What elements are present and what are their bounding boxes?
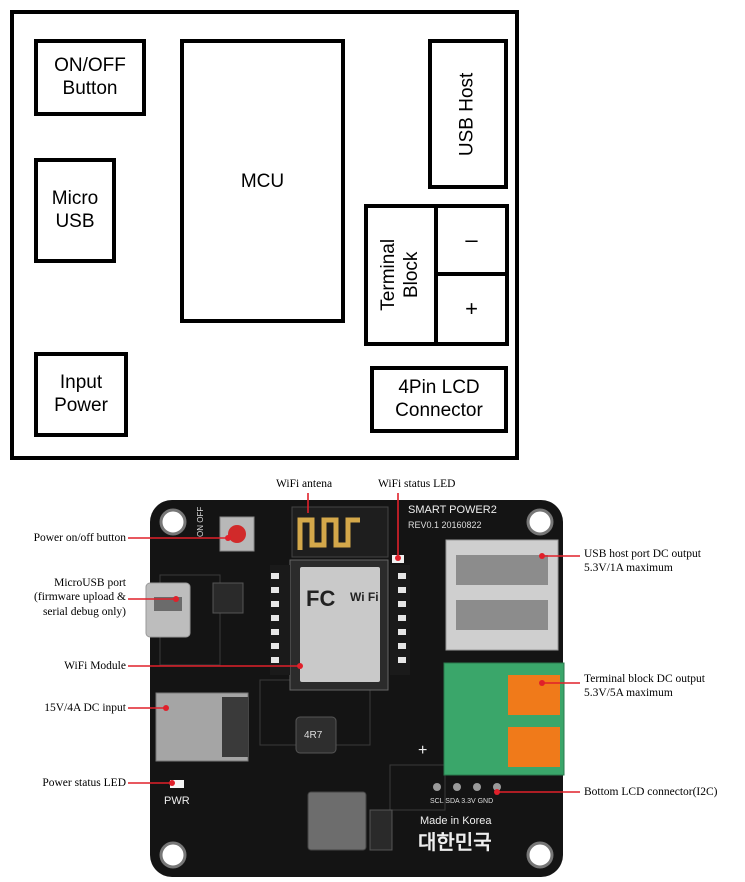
board-title: SMART POWER2: [408, 504, 497, 516]
annotation-wifi-module: WiFi Module: [64, 660, 126, 672]
board-on-off-text: ON OFF: [196, 506, 205, 537]
terminal-plus-label: +: [465, 295, 478, 321]
usb-host-part: [445, 539, 559, 651]
mcu-label: MCU: [240, 171, 285, 192]
annotation-terminal-output: Terminal block DC output 5.3V/5A maximum: [584, 673, 705, 700]
input-power-block: Input Power: [34, 352, 128, 437]
input-power-label: Input Power: [54, 371, 108, 416]
annotation-dots: [163, 535, 545, 795]
board-fc-text: FC: [306, 586, 336, 611]
micro-usb-block: Micro USB: [34, 158, 116, 263]
terminal-block: Terminal Block – +: [364, 204, 509, 346]
on-off-button-label: ON/OFF Button: [54, 54, 126, 99]
board-wifi-text: Wi Fi: [350, 590, 379, 604]
annotation-dc-input: 15V/4A DC input: [44, 702, 126, 714]
power-button-part: [219, 516, 255, 552]
board-rev: REV0.1 20160822: [408, 520, 482, 530]
on-off-button-block: ON/OFF Button: [34, 39, 146, 116]
mounting-holes: [159, 508, 554, 869]
usb-host-label: USB Host: [456, 72, 478, 156]
terminal-block-label: Terminal Block: [378, 239, 422, 311]
board-inductor-text: 4R7: [304, 730, 323, 741]
lcd-header-pins: [433, 783, 501, 791]
wifi-module-part: [270, 559, 410, 691]
board-photo-area: + SMART POWER2 REV0.1 20160822 ON OFF FC…: [0, 465, 745, 882]
annotation-power-button: Power on/off button: [33, 532, 126, 544]
mcu-chip: [212, 582, 244, 614]
annotation-wifi-status-led: WiFi status LED: [378, 478, 456, 490]
annotation-lines: [128, 493, 580, 793]
annotation-usb-host-output: USB host port DC output 5.3V/1A maximum: [584, 548, 701, 575]
mcu-block: MCU: [180, 39, 345, 323]
annotation-power-led: Power status LED: [42, 777, 126, 789]
terminal-minus-cell: –: [434, 208, 505, 276]
lcd-connector-label: 4Pin LCD Connector: [395, 376, 483, 421]
annotation-lcd-connector: Bottom LCD connector(I2C): [584, 786, 718, 798]
lcd-connector-block: 4Pin LCD Connector: [370, 366, 508, 433]
antenna-area: [291, 506, 389, 558]
micro-usb-label: Micro USB: [51, 187, 99, 232]
power-led-part: [170, 780, 184, 788]
capacitor: [369, 809, 393, 851]
annotation-microusb-port: MicroUSB port (firmware upload & serial …: [34, 577, 126, 618]
annotation-wifi-antenna: WiFi antena: [276, 478, 333, 490]
board-made-in-text: Made in Korea: [420, 815, 492, 827]
terminal-minus-label: –: [465, 226, 478, 252]
svg-text:+: +: [418, 742, 427, 759]
terminal-block-part: [443, 662, 565, 776]
board-pwr-text: PWR: [164, 795, 190, 807]
block-diagram: ON/OFF Button Micro USB Input Power MCU …: [10, 10, 519, 460]
antenna-trace: [297, 517, 360, 550]
board-photo: +: [128, 493, 580, 877]
big-inductor: [307, 791, 367, 851]
board-korean-text: 대한민국: [418, 830, 492, 854]
dc-input-part: [155, 692, 249, 762]
board-pins-text: SCL SDA 3.3V GND: [430, 798, 494, 805]
terminal-plus-cell: +: [434, 276, 505, 342]
inductor-part: [295, 716, 337, 754]
usb-host-block: USB Host: [428, 39, 508, 189]
